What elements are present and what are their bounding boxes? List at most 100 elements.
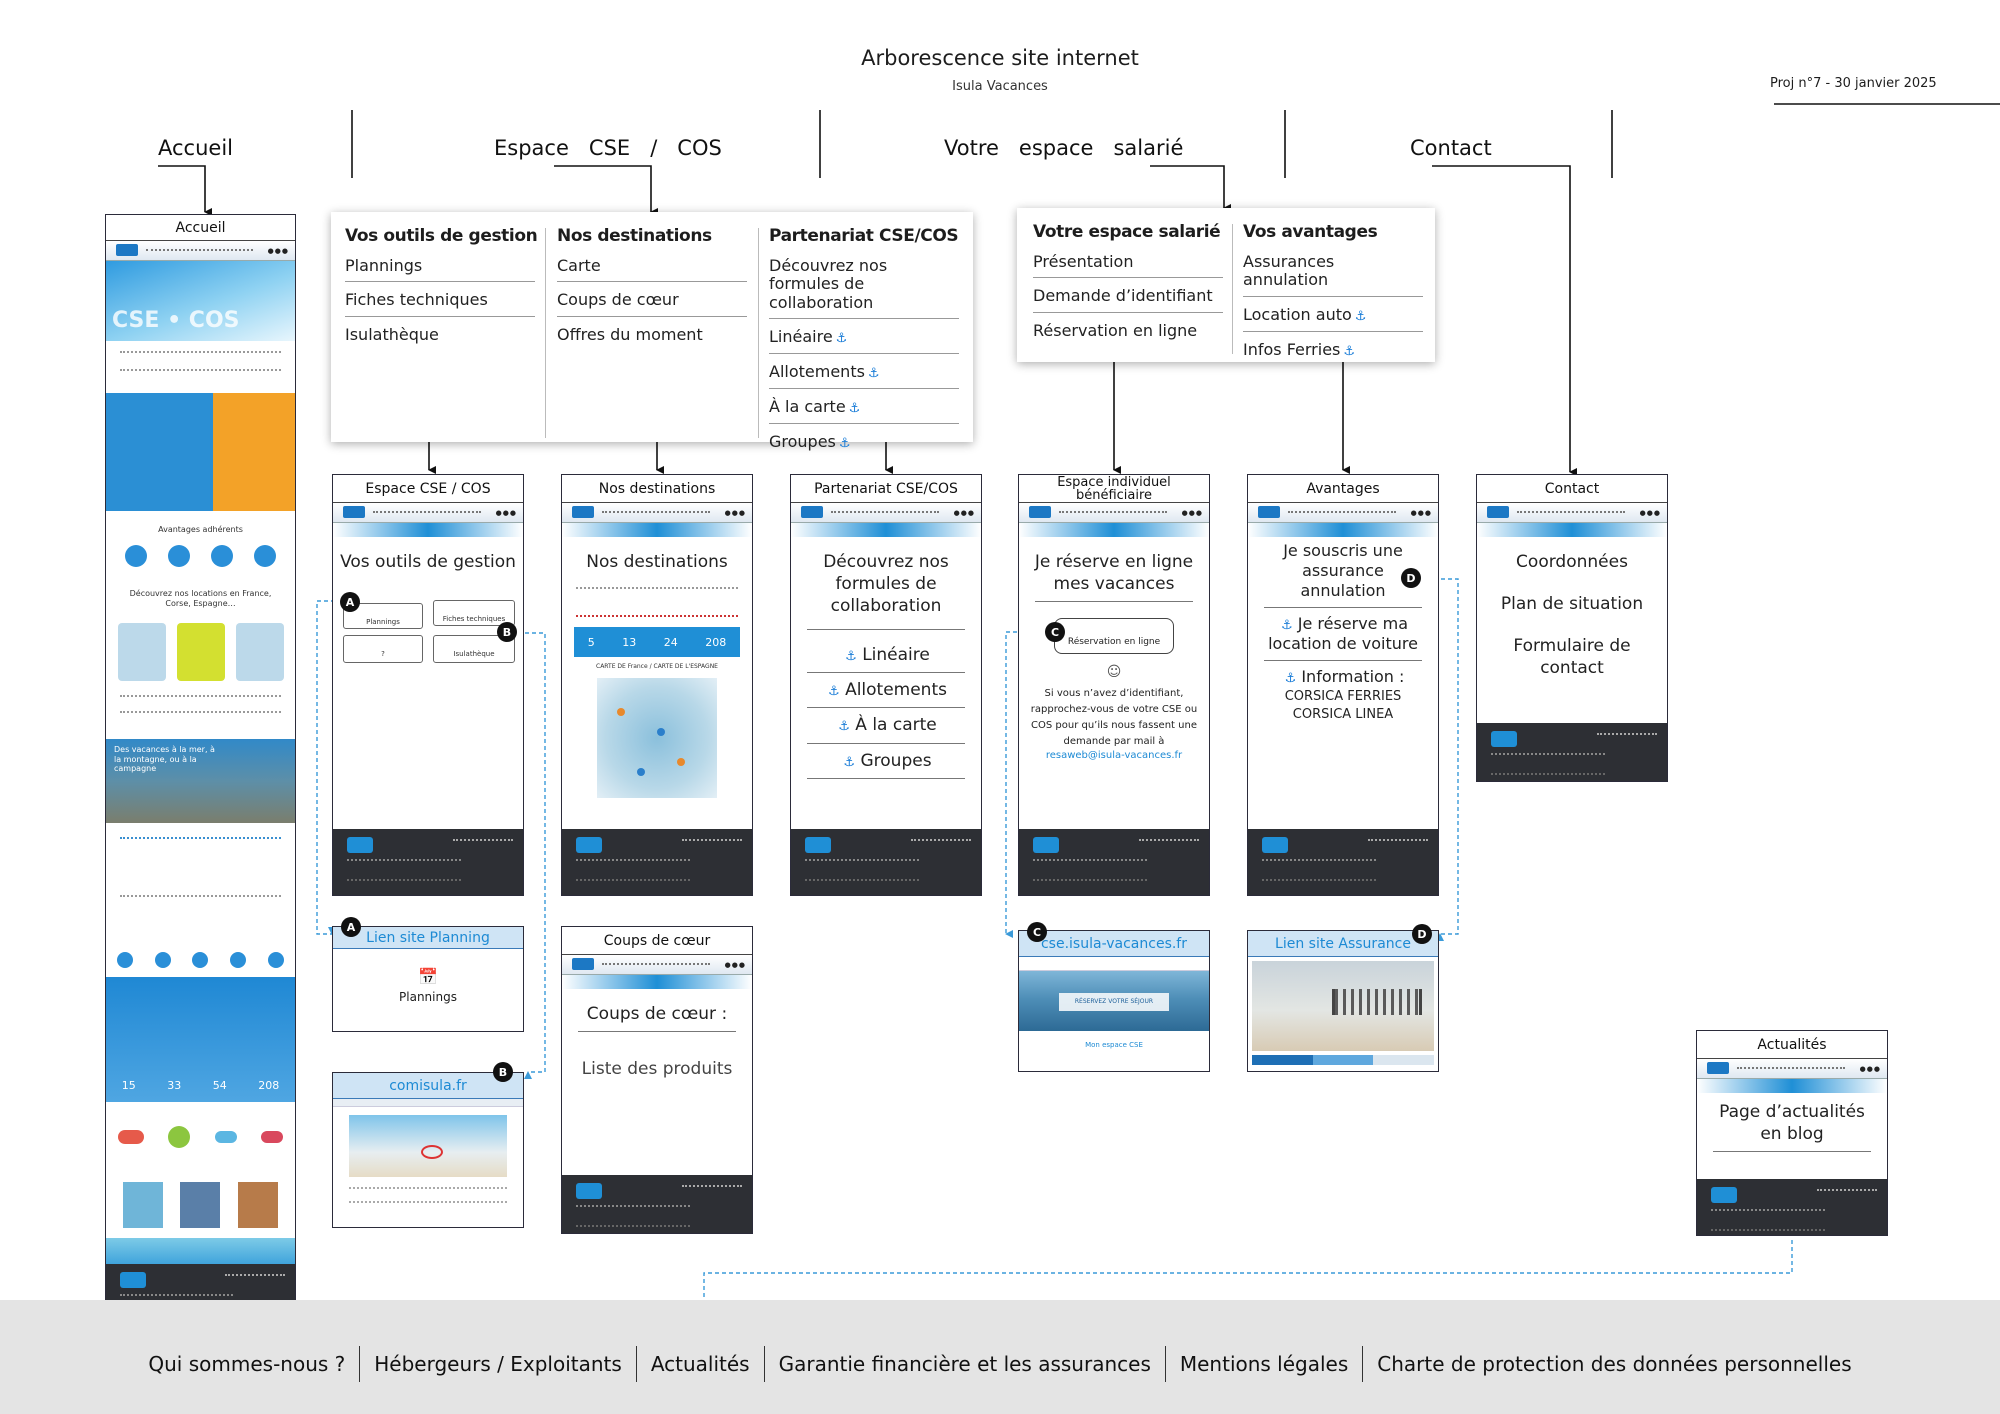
- page-header: Espace CSE / COS: [333, 475, 523, 503]
- menu-item-groupes[interactable]: Groupes⚓: [769, 430, 959, 458]
- page-header: Lien site Planning: [333, 927, 523, 949]
- partenariat-item-lineaire[interactable]: ⚓ Linéaire: [791, 644, 981, 666]
- menu-item-presentation[interactable]: Présentation: [1033, 250, 1223, 279]
- page-coups-de-coeur[interactable]: Coups de cœur ●●● Coups de cœur : Liste …: [561, 926, 753, 1234]
- page-heading: Découvrez nos formules de collaboration: [823, 552, 949, 617]
- menu-item-infos-ferries[interactable]: Infos Ferries⚓: [1243, 338, 1423, 366]
- page-header: Nos destinations: [562, 475, 752, 503]
- page-espace-individuel[interactable]: Espace individuel bénéficiaire ●●● Je ré…: [1018, 474, 1210, 896]
- help-icon: ?: [381, 650, 385, 658]
- partenariat-item-groupes[interactable]: ⚓ Groupes: [791, 750, 981, 772]
- menu-item-a-la-carte[interactable]: À la carte⚓: [769, 395, 959, 424]
- anchor-icon: ⚓: [845, 649, 857, 665]
- badge-c: C: [1027, 922, 1047, 942]
- footer-divider: [359, 1346, 361, 1382]
- contact-plan[interactable]: Plan de situation: [1500, 594, 1644, 615]
- menu-item-allotements[interactable]: Allotements⚓: [769, 360, 959, 390]
- stat-value: 33: [167, 1079, 182, 1092]
- home-stats: 15 33 54 208: [106, 1079, 295, 1092]
- page-band: [1477, 523, 1667, 537]
- page-footer: [1477, 723, 1667, 781]
- menu-col-heading: Votre espace salarié: [1033, 222, 1221, 242]
- contact-coordonnees[interactable]: Coordonnées: [1516, 552, 1628, 572]
- menu-item-plannings[interactable]: Plannings: [345, 254, 535, 283]
- products-list[interactable]: Liste des produits: [581, 1059, 733, 1080]
- divider: [1264, 607, 1422, 608]
- reservation-button[interactable]: Réservation en ligne: [1054, 618, 1174, 655]
- menu-item-label: Infos Ferries: [1243, 339, 1341, 359]
- page-lien-planning[interactable]: Lien site Planning 📅 Plannings: [332, 926, 524, 1032]
- search-label[interactable]: RÉSERVEZ VOTRE SÉJOUR: [1059, 993, 1169, 1011]
- menu-item-isulatheque[interactable]: Isulathèque: [345, 324, 439, 344]
- contact-formulaire[interactable]: Formulaire de contact: [1513, 636, 1631, 679]
- page-actualites[interactable]: Actualités ●●● Page d’actualités en blog: [1696, 1030, 1888, 1236]
- page-espace-cse[interactable]: Espace CSE / COS ●●● Vos outils de gesti…: [332, 474, 524, 896]
- menu-item-formules[interactable]: Découvrez nos formules de collaboration: [769, 254, 959, 320]
- page-footer: [562, 829, 752, 895]
- page-nos-destinations[interactable]: Nos destinations ●●● Nos destinations 5 …: [561, 474, 753, 896]
- anchor-icon: ⚓: [835, 331, 848, 347]
- avantage-location[interactable]: ⚓ Je réserve ma location de voiture: [1260, 614, 1426, 654]
- avantage-assurance[interactable]: Je souscris une assurance annulation: [1283, 541, 1403, 600]
- page-band: [333, 523, 523, 537]
- site-text: [349, 1187, 507, 1203]
- menu-divider: [758, 228, 759, 438]
- page-header: Partenariat CSE/COS: [791, 475, 981, 503]
- menu-item-assurances[interactable]: Assurances annulation: [1243, 250, 1423, 297]
- page-cse-site[interactable]: cse.isula-vacances.fr RÉSERVEZ VOTRE SÉJ…: [1018, 930, 1210, 1072]
- fiches-techniques-button[interactable]: Fiches techniques: [433, 600, 515, 626]
- team-icons: [106, 943, 295, 977]
- page-partenariat[interactable]: Partenariat CSE/COS ●●● Découvrez nos fo…: [790, 474, 982, 896]
- divider: [1264, 660, 1422, 662]
- partenariat-item-a-la-carte[interactable]: ⚓ À la carte: [791, 714, 981, 736]
- page-header: Accueil: [106, 215, 295, 241]
- page-header: Contact: [1477, 475, 1667, 503]
- badge-b: B: [497, 622, 517, 642]
- footer-divider: [635, 1346, 637, 1382]
- discover-title: Découvrez nos locations en France, Corse…: [129, 589, 272, 608]
- advantages-title: Avantages adhérents: [106, 511, 295, 545]
- footer-link-garantie[interactable]: Garantie financière et les assurances: [778, 1352, 1151, 1376]
- footer-link-charte[interactable]: Charte de protection des données personn…: [1377, 1352, 1852, 1376]
- menu-item-fiches[interactable]: Fiches techniques: [345, 288, 535, 317]
- cse-hero: RÉSERVEZ VOTRE SÉJOUR: [1019, 971, 1209, 1031]
- page-comisula[interactable]: comisula.fr: [332, 1072, 524, 1228]
- anchor-icon: ⚓: [838, 435, 851, 451]
- bottom-bar: [0, 1300, 2000, 1414]
- email-link[interactable]: resaweb@isula-vacances.fr: [1045, 750, 1183, 762]
- stat-value: 208: [705, 635, 727, 649]
- help-button[interactable]: ?: [343, 635, 423, 663]
- page-assurance-site[interactable]: Lien site Assurance: [1247, 930, 1439, 1072]
- page-footer: [562, 1175, 752, 1233]
- espace-link[interactable]: Mon espace CSE: [1085, 1041, 1143, 1049]
- footer-link-qui-sommes-nous[interactable]: Qui sommes-nous ?: [148, 1352, 346, 1376]
- page-band: [562, 975, 752, 989]
- menu-item-lineaire[interactable]: Linéaire⚓: [769, 325, 959, 355]
- menu-item-demande-identifiant[interactable]: Demande d’identifiant: [1033, 284, 1223, 313]
- menu-item-reservation[interactable]: Réservation en ligne: [1033, 320, 1198, 340]
- assurance-tabs[interactable]: [1252, 1055, 1435, 1065]
- page-contact[interactable]: Contact ●●● Coordonnées Plan de situatio…: [1476, 474, 1668, 782]
- menu-item-carte[interactable]: Carte: [557, 254, 747, 283]
- footer-link-mentions[interactable]: Mentions légales: [1179, 1352, 1349, 1376]
- page-footer: [1697, 1179, 1887, 1235]
- avantage-information[interactable]: ⚓ Information :: [1248, 667, 1438, 688]
- page-avantages[interactable]: Avantages ●●● Je souscris une assurance …: [1247, 474, 1439, 896]
- page-header: Coups de cœur: [562, 927, 752, 955]
- destinations-map[interactable]: [597, 678, 717, 799]
- menu-col-heading: Vos avantages: [1243, 222, 1378, 242]
- map-title: CARTE DE France / CARTE DE L'ESPAGNE: [596, 663, 718, 671]
- mission-block: [106, 823, 295, 943]
- menu-item-location-auto[interactable]: Location auto⚓: [1243, 303, 1423, 332]
- footer-link-actualites[interactable]: Actualités: [650, 1352, 750, 1376]
- page-accueil[interactable]: Accueil ●●● CSE • COS Avantages adhérent…: [105, 214, 296, 1327]
- site-nav: [1019, 957, 1209, 971]
- news-cards: [106, 1172, 295, 1238]
- section-espace-cse: Espace CSE / COS: [494, 136, 722, 160]
- partenariat-item-allotements[interactable]: ⚓ Allotements: [791, 679, 981, 701]
- page-band: [1019, 523, 1209, 537]
- page-band: [1697, 1079, 1887, 1093]
- menu-item-offres[interactable]: Offres du moment: [557, 324, 703, 344]
- menu-item-coups-de-coeur[interactable]: Coups de cœur: [557, 288, 747, 317]
- footer-link-hebergeurs[interactable]: Hébergeurs / Exploitants: [374, 1352, 622, 1376]
